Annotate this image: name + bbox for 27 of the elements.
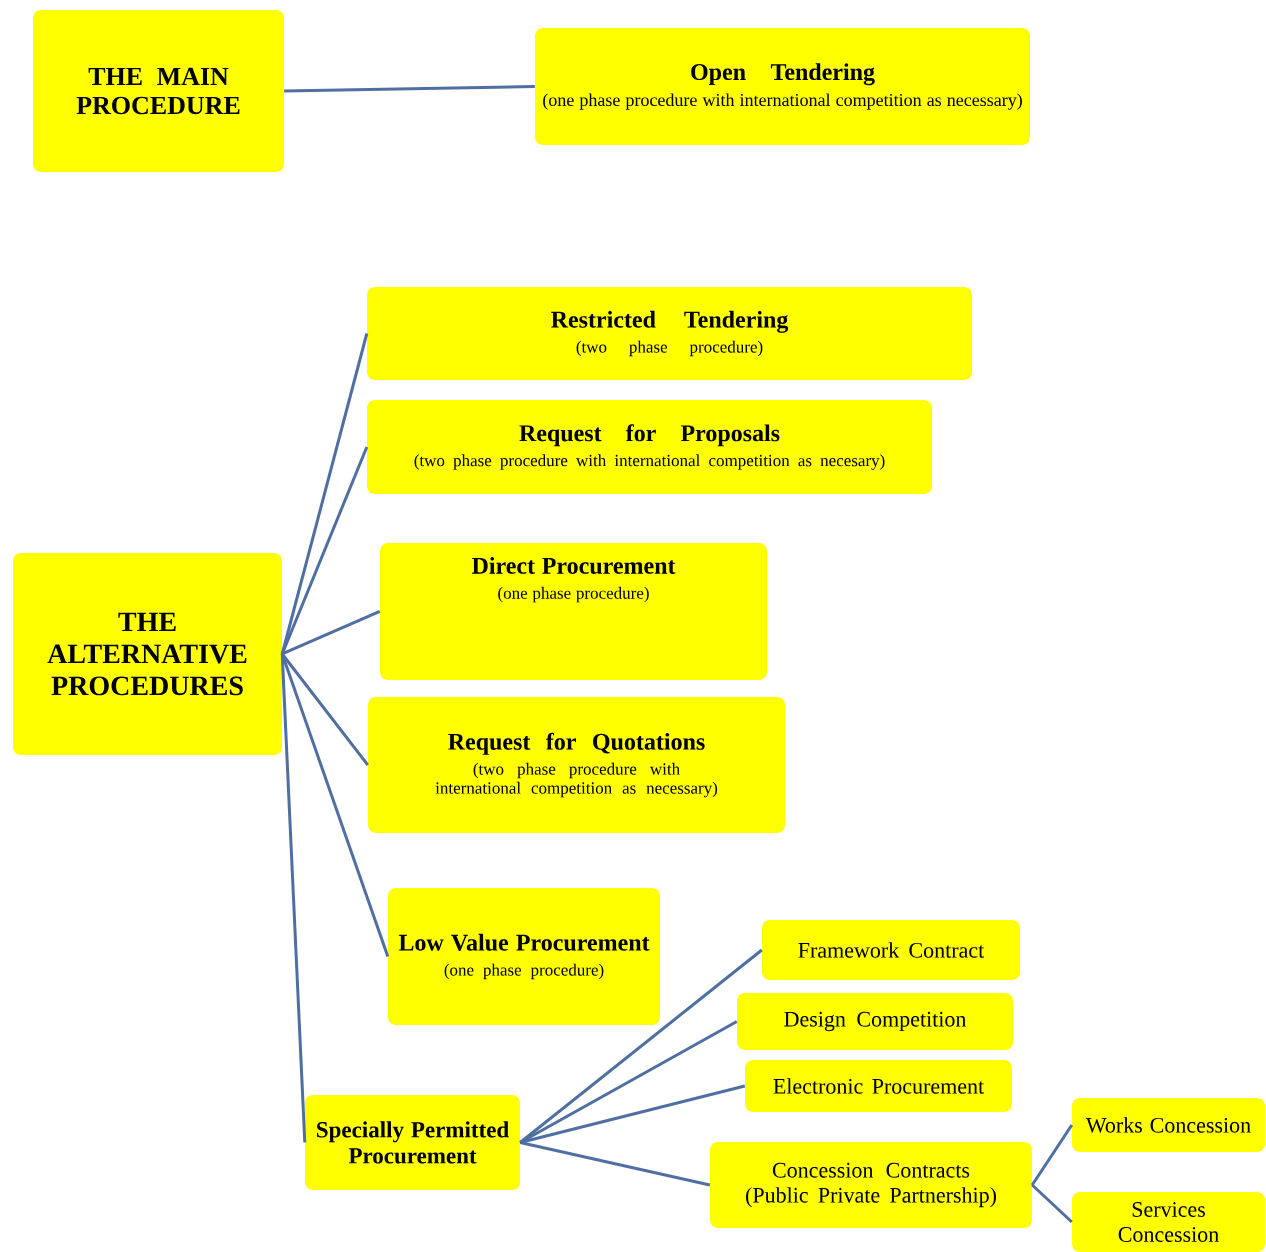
connector-line bbox=[519, 1020, 738, 1144]
connector-line bbox=[1030, 1124, 1074, 1186]
connector-line bbox=[519, 1141, 711, 1187]
procedure-box: Works Concession bbox=[1072, 1098, 1265, 1152]
connector-line bbox=[280, 446, 369, 655]
connector-line bbox=[281, 653, 369, 766]
procedure-box: THE ALTERNATIVE PROCEDURES bbox=[13, 553, 282, 755]
procedure-box: Design Competition bbox=[737, 993, 1013, 1050]
procedure-box: Request for Proposals (two phase procedure with international competition as necesary) bbox=[367, 400, 932, 494]
connector-line bbox=[280, 653, 307, 1143]
procedure-box: Electronic Procurement bbox=[745, 1060, 1012, 1112]
procedure-box: Framework Contract bbox=[762, 920, 1020, 980]
connector-line bbox=[519, 1084, 746, 1144]
connector-line bbox=[519, 948, 763, 1144]
connector-line bbox=[281, 610, 381, 656]
procedure-box: Services Concession bbox=[1072, 1192, 1265, 1252]
connector-line bbox=[1031, 1183, 1073, 1224]
procedure-box: Open Tendering (one phase procedure with international competition as necessary) bbox=[535, 28, 1030, 145]
procedure-box: Specially Permitted Procurement bbox=[305, 1095, 520, 1190]
procedure-box: Request for Quotations (two phase procedure with international competition as necessary) bbox=[368, 697, 785, 833]
procedure-box: Low Value Procurement (one phase procedure) bbox=[388, 888, 660, 1025]
procedure-box: Restricted Tendering (two phase procedure) bbox=[367, 287, 972, 380]
connector-line bbox=[280, 333, 369, 655]
procedure-box: Direct Procurement (one phase procedure) bbox=[380, 543, 767, 680]
procedure-box: Concession Contracts (Public Private Partnership) bbox=[710, 1142, 1032, 1228]
connector-line bbox=[284, 85, 535, 93]
procedure-box: THE MAIN PROCEDURE bbox=[33, 10, 284, 172]
